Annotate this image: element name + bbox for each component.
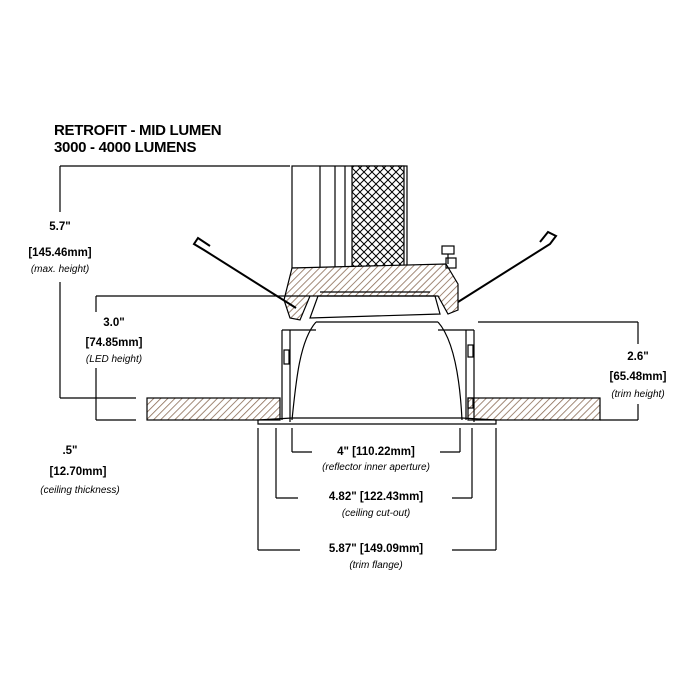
max-height-mm: [145.46mm] (28, 247, 91, 259)
led-height-inches: 3.0" (103, 317, 124, 329)
ceiling-thickness-desc: (ceiling thickness) (40, 485, 119, 496)
ceiling-thickness-inches: .5" (62, 445, 77, 457)
driver-housing (291, 165, 408, 269)
dim-reflector-aperture-lines (291, 428, 461, 453)
ceiling-right (467, 397, 601, 421)
max-height-inches: 5.7" (49, 221, 70, 233)
ceiling-cutout-value: 4.82" [122.43mm] (329, 491, 423, 503)
trim-flange-desc: (trim flange) (349, 560, 402, 571)
ceiling-thickness-mm: [12.70mm] (50, 466, 107, 478)
led-height-mm: [74.85mm] (86, 337, 143, 349)
max-height-desc: (max. height) (31, 264, 89, 275)
led-height-desc: (LED height) (86, 354, 142, 365)
reflector-trim (257, 321, 497, 425)
title-line-2: 3000 - 4000 LUMENS (54, 139, 196, 156)
trim-height-desc: (trim height) (611, 389, 664, 400)
trim-height-mm: [65.48mm] (610, 371, 667, 383)
ceiling-left (146, 397, 281, 421)
dim-max-height-lines (59, 165, 290, 399)
dim-led-height-lines (95, 295, 310, 421)
trim-height-inches: 2.6" (627, 351, 648, 363)
dim-trim-height-lines (478, 321, 639, 421)
title-line-1: RETROFIT - MID LUMEN (54, 122, 221, 139)
trim-flange-value: 5.87" [149.09mm] (329, 543, 423, 555)
ceiling-cutout-desc: (ceiling cut-out) (342, 508, 410, 519)
reflector-aperture-value: 4" [110.22mm] (337, 446, 415, 458)
reflector-aperture-desc: (reflector inner aperture) (322, 462, 430, 473)
led-module (309, 295, 441, 319)
dim-ceiling-cutout-lines (275, 428, 473, 499)
top-clip (441, 245, 457, 269)
torsion-springs (192, 230, 558, 309)
dim-trim-flange-lines (257, 428, 497, 551)
